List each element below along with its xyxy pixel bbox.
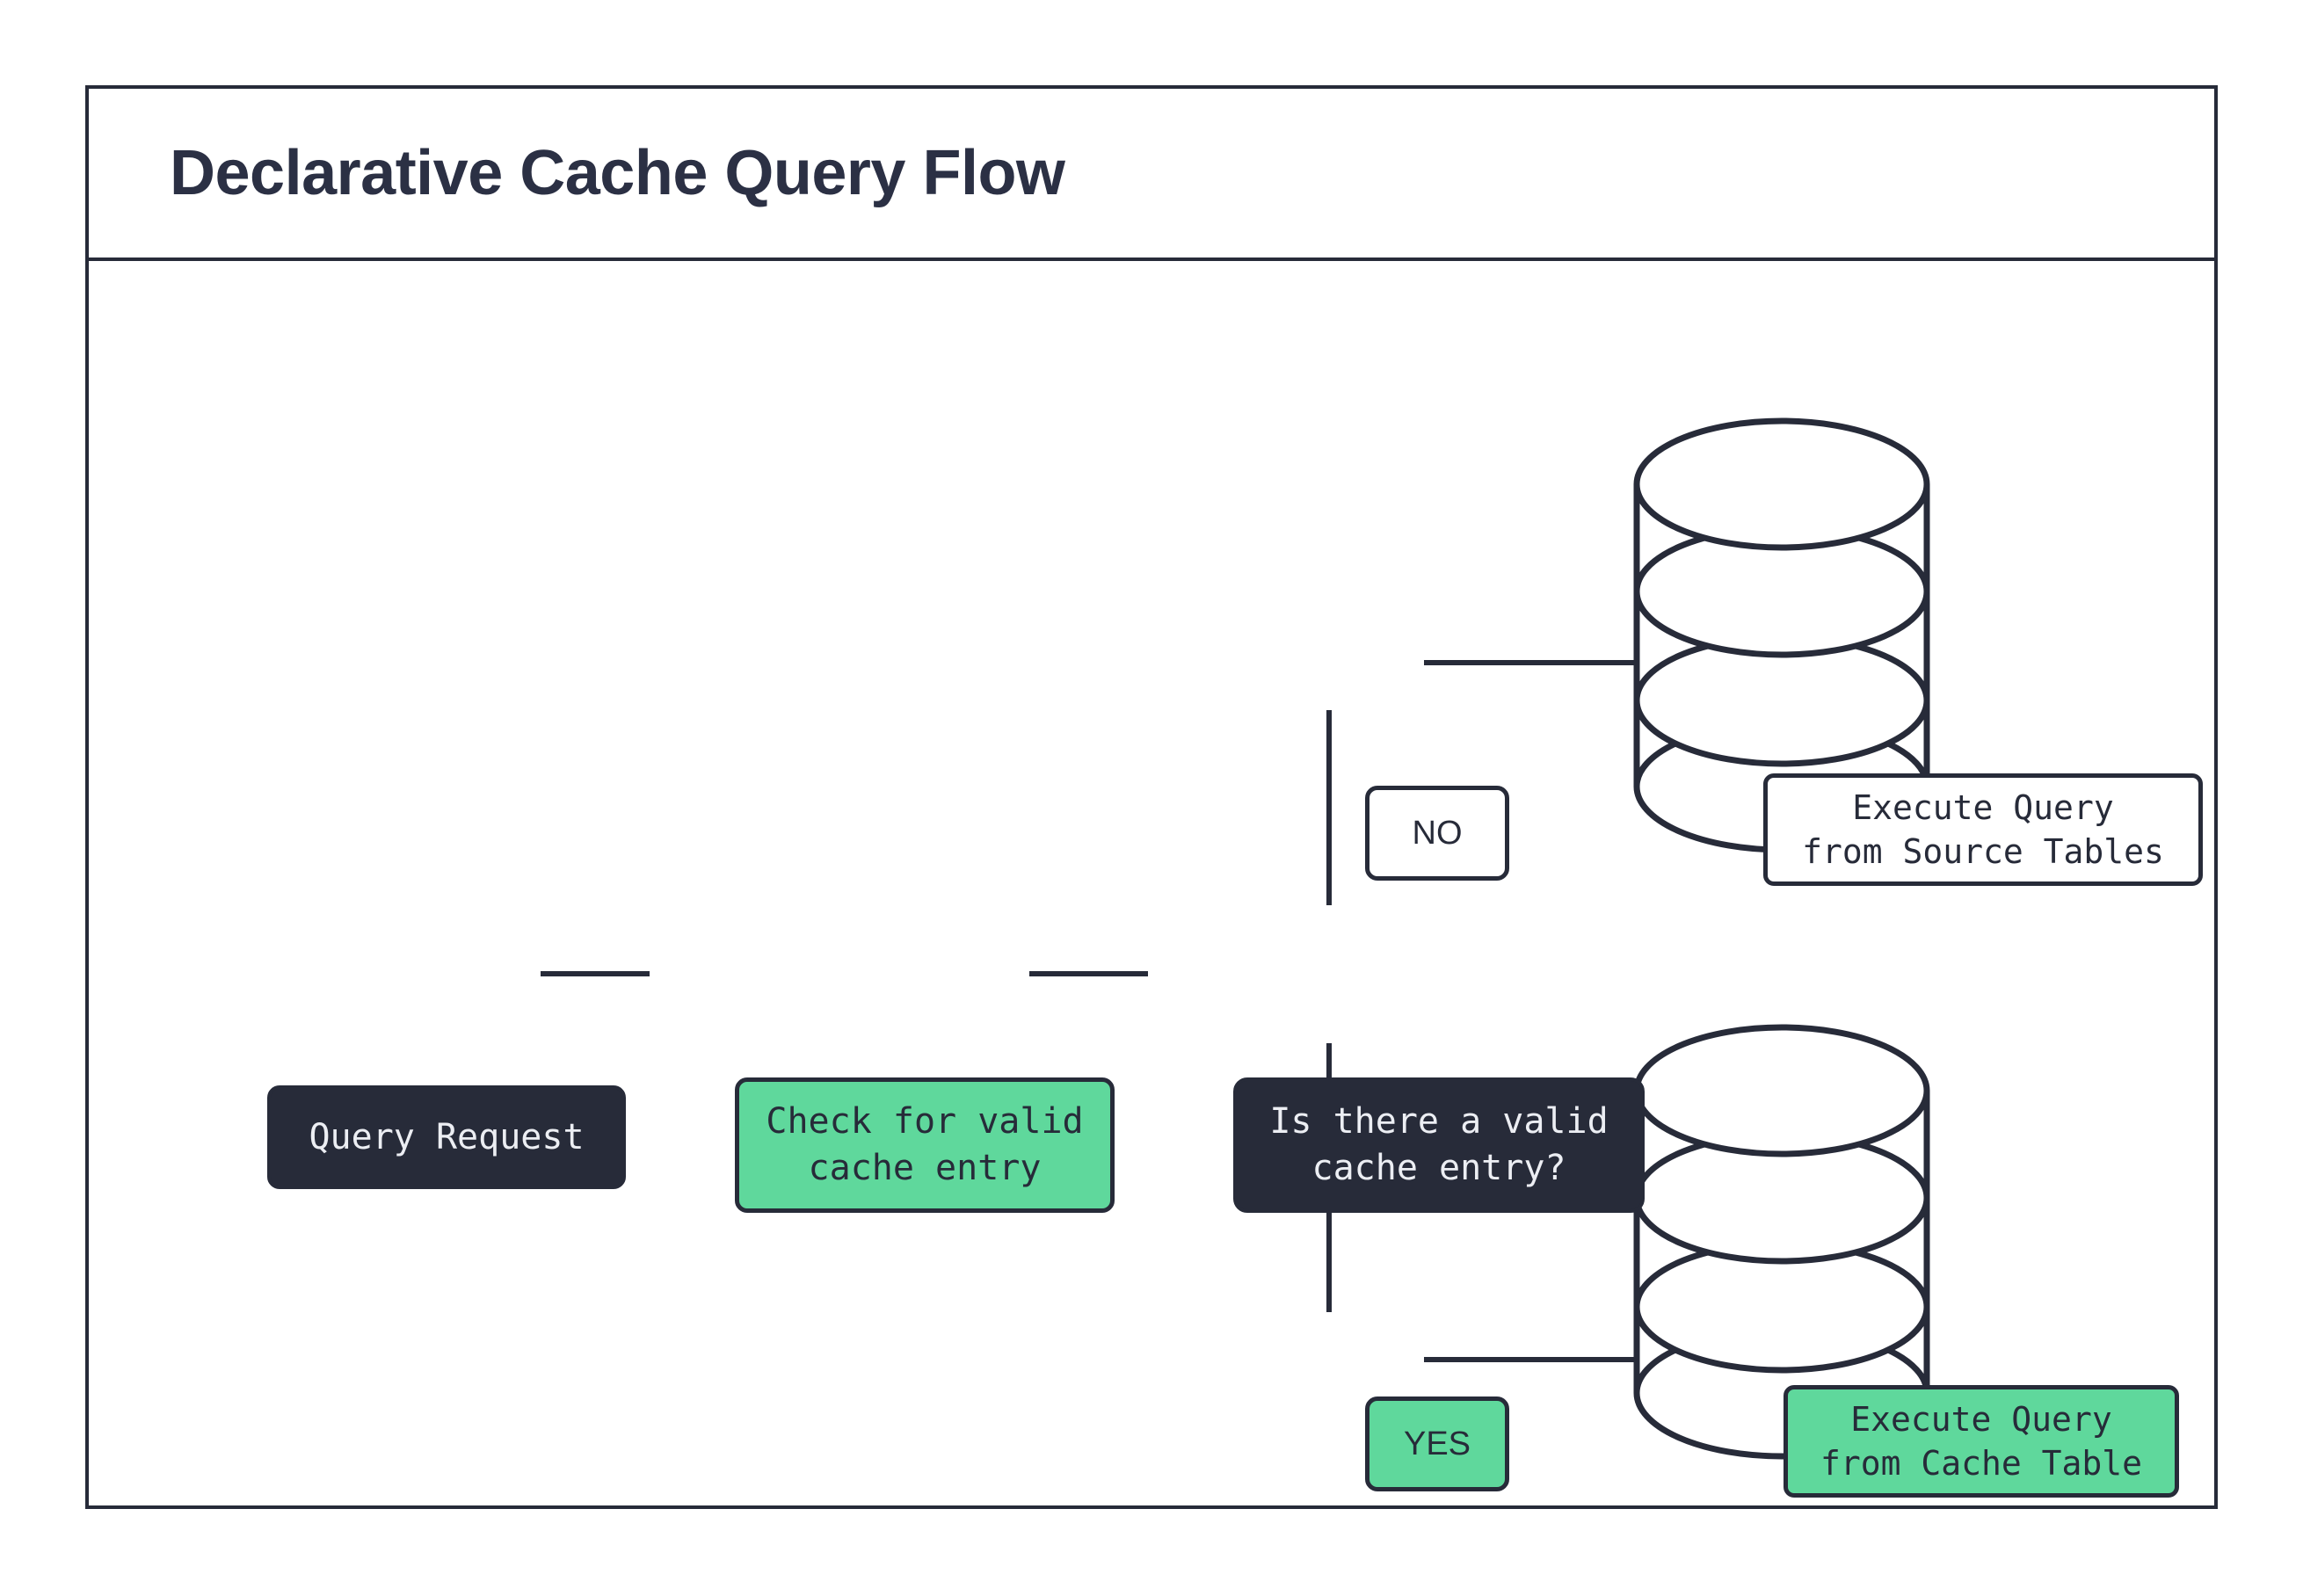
node-check-for-valid-cache-entry[interactable]: Check for valid cache entry [735, 1077, 1115, 1213]
node-execute-query-from-cache-table[interactable]: Execute Query from Cache Table [1784, 1385, 2179, 1498]
source-database-cylinder [1633, 417, 1930, 853]
diagram-graphics-layer [541, 417, 1930, 1460]
branch-label-yes[interactable]: YES [1365, 1396, 1509, 1491]
branch-label-no[interactable]: NO [1365, 786, 1509, 881]
cache-database-cylinder [1633, 1024, 1930, 1460]
node-execute-query-from-source-tables[interactable]: Execute Query from Source Tables [1763, 773, 2203, 886]
page-title: Declarative Cache Query Flow [170, 138, 1065, 208]
title-bar: Declarative Cache Query Flow [89, 89, 2214, 261]
diagram-frame: Declarative Cache Query Flow [85, 85, 2218, 1509]
cylinder-disc-top [1633, 417, 1930, 551]
node-decision-valid-cache-entry[interactable]: Is there a valid cache entry? [1233, 1077, 1645, 1213]
node-query-request[interactable]: Query Request [267, 1085, 626, 1189]
cylinder-disc-top [1633, 1024, 1930, 1157]
diagram-body: Query Request Check for valid cache entr… [89, 261, 2214, 1505]
connector-lines [541, 660, 1636, 1362]
